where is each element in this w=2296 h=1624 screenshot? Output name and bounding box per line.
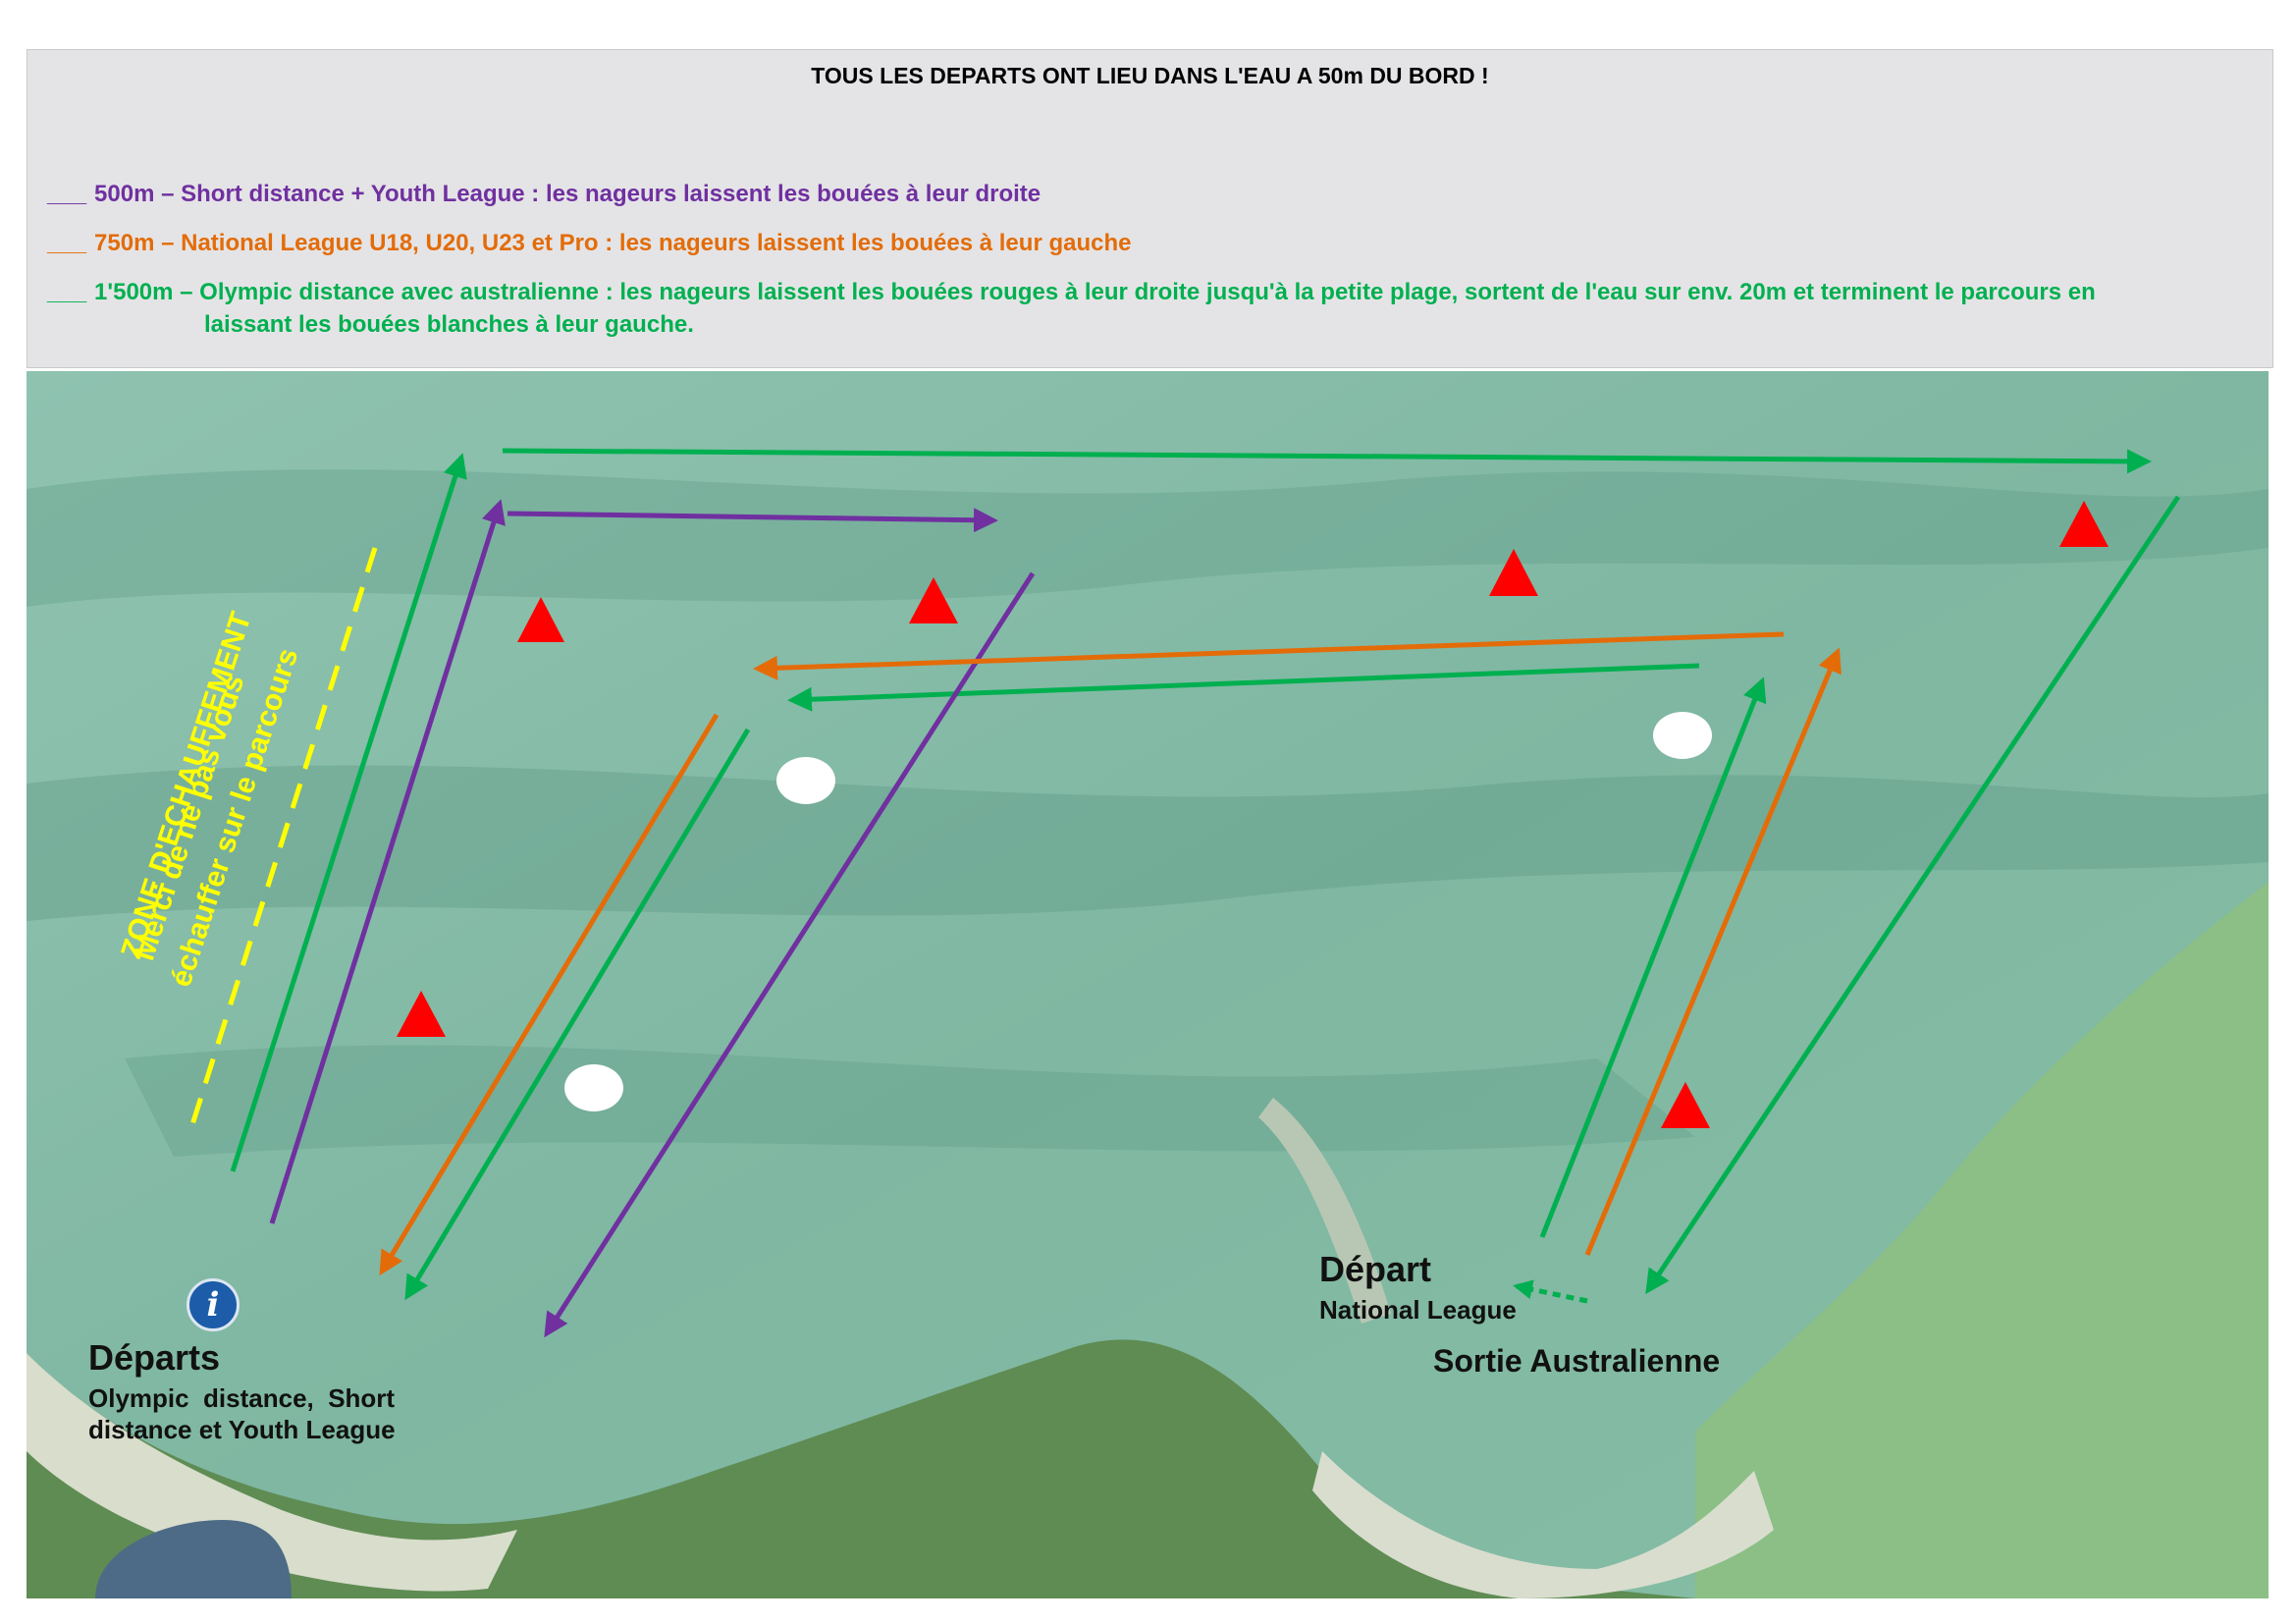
red-buoy-5 — [397, 991, 446, 1037]
green-arrow-3 — [1645, 495, 2181, 1295]
round-building — [95, 1520, 292, 1598]
aerial-map: ZONE D'ECHAUFFEMENT Merci de ne pas vous… — [27, 371, 2269, 1598]
legend-route-750m: ___ 750m – National League U18, U20, U23 … — [47, 227, 1131, 259]
info-icon[interactable]: i — [187, 1278, 240, 1331]
legend-dash-green: ___ — [47, 279, 87, 305]
forest-land — [27, 1339, 1695, 1598]
white-buoy-3 — [564, 1064, 623, 1111]
orange-arrow-3 — [379, 713, 720, 1276]
green-arrow-2 — [502, 448, 2152, 474]
legend-box: TOUS LES DEPARTS ONT LIEU DANS L'EAU A 5… — [27, 49, 2273, 368]
green-arrow-5 — [787, 663, 1700, 712]
route-purple — [269, 499, 1036, 1338]
green-arrow-6 — [404, 728, 751, 1301]
green-arrow-4 — [1539, 677, 1767, 1238]
red-buoy-3 — [1489, 549, 1538, 596]
purple-arrow-2 — [507, 508, 998, 533]
red-buoy-1 — [517, 597, 564, 642]
red-buoy-2 — [909, 577, 958, 623]
start-right-title: Départ — [1319, 1249, 1432, 1289]
red-buoy-4 — [2059, 501, 2109, 547]
route-green — [230, 448, 2181, 1304]
legend-text-500m: 500m – Short distance + Youth League : l… — [94, 181, 1041, 207]
purple-arrow-3 — [544, 571, 1036, 1338]
map-svg: ZONE D'ECHAUFFEMENT Merci de ne pas vous… — [27, 371, 2269, 1598]
red-buoy-6 — [1661, 1082, 1710, 1128]
legend-title: TOUS LES DEPARTS ONT LIEU DANS L'EAU A 5… — [811, 63, 1489, 88]
lake-texture — [27, 469, 2269, 1157]
start-left-title: Départs — [88, 1337, 221, 1378]
legend-text-1500m-line1: 1'500m – Olympic distance avec australie… — [94, 279, 2096, 305]
legend-route-1500m: ___ 1'500m – Olympic distance avec austra… — [47, 276, 2096, 341]
white-buoys — [564, 712, 1712, 1111]
white-buoy-2 — [1653, 712, 1712, 759]
start-left-line1: Olympic distance, Short — [88, 1383, 396, 1413]
legend-text-750m: 750m – National League U18, U20, U23 et … — [94, 230, 1132, 256]
legend-text-1500m-line2: laissant les bouées blanches à leur gauc… — [204, 311, 694, 338]
pier — [1258, 1098, 1391, 1324]
exit-australienne-label: Sortie Australienne — [1433, 1343, 1721, 1379]
route-orange — [379, 631, 1842, 1276]
red-buoys — [397, 501, 2109, 1128]
legend-dash-purple: ___ — [47, 181, 87, 207]
green-arrow-exit — [1513, 1279, 1588, 1304]
orange-arrow-1 — [1584, 647, 1842, 1256]
legend-route-500m: ___ 500m – Short distance + Youth League … — [47, 178, 1041, 210]
start-left-line2: distance et Youth League — [88, 1415, 396, 1444]
beach-right — [1312, 1451, 1774, 1598]
legend-dash-orange: ___ — [47, 230, 87, 256]
warmup-zone-line — [186, 547, 378, 1138]
orange-arrow-2 — [753, 631, 1785, 680]
white-buoy-1 — [776, 757, 835, 804]
green-arrow-1 — [230, 453, 467, 1172]
purple-arrow-1 — [269, 499, 506, 1224]
start-right-subtitle: National League — [1319, 1295, 1517, 1325]
field-land — [1695, 882, 2269, 1598]
